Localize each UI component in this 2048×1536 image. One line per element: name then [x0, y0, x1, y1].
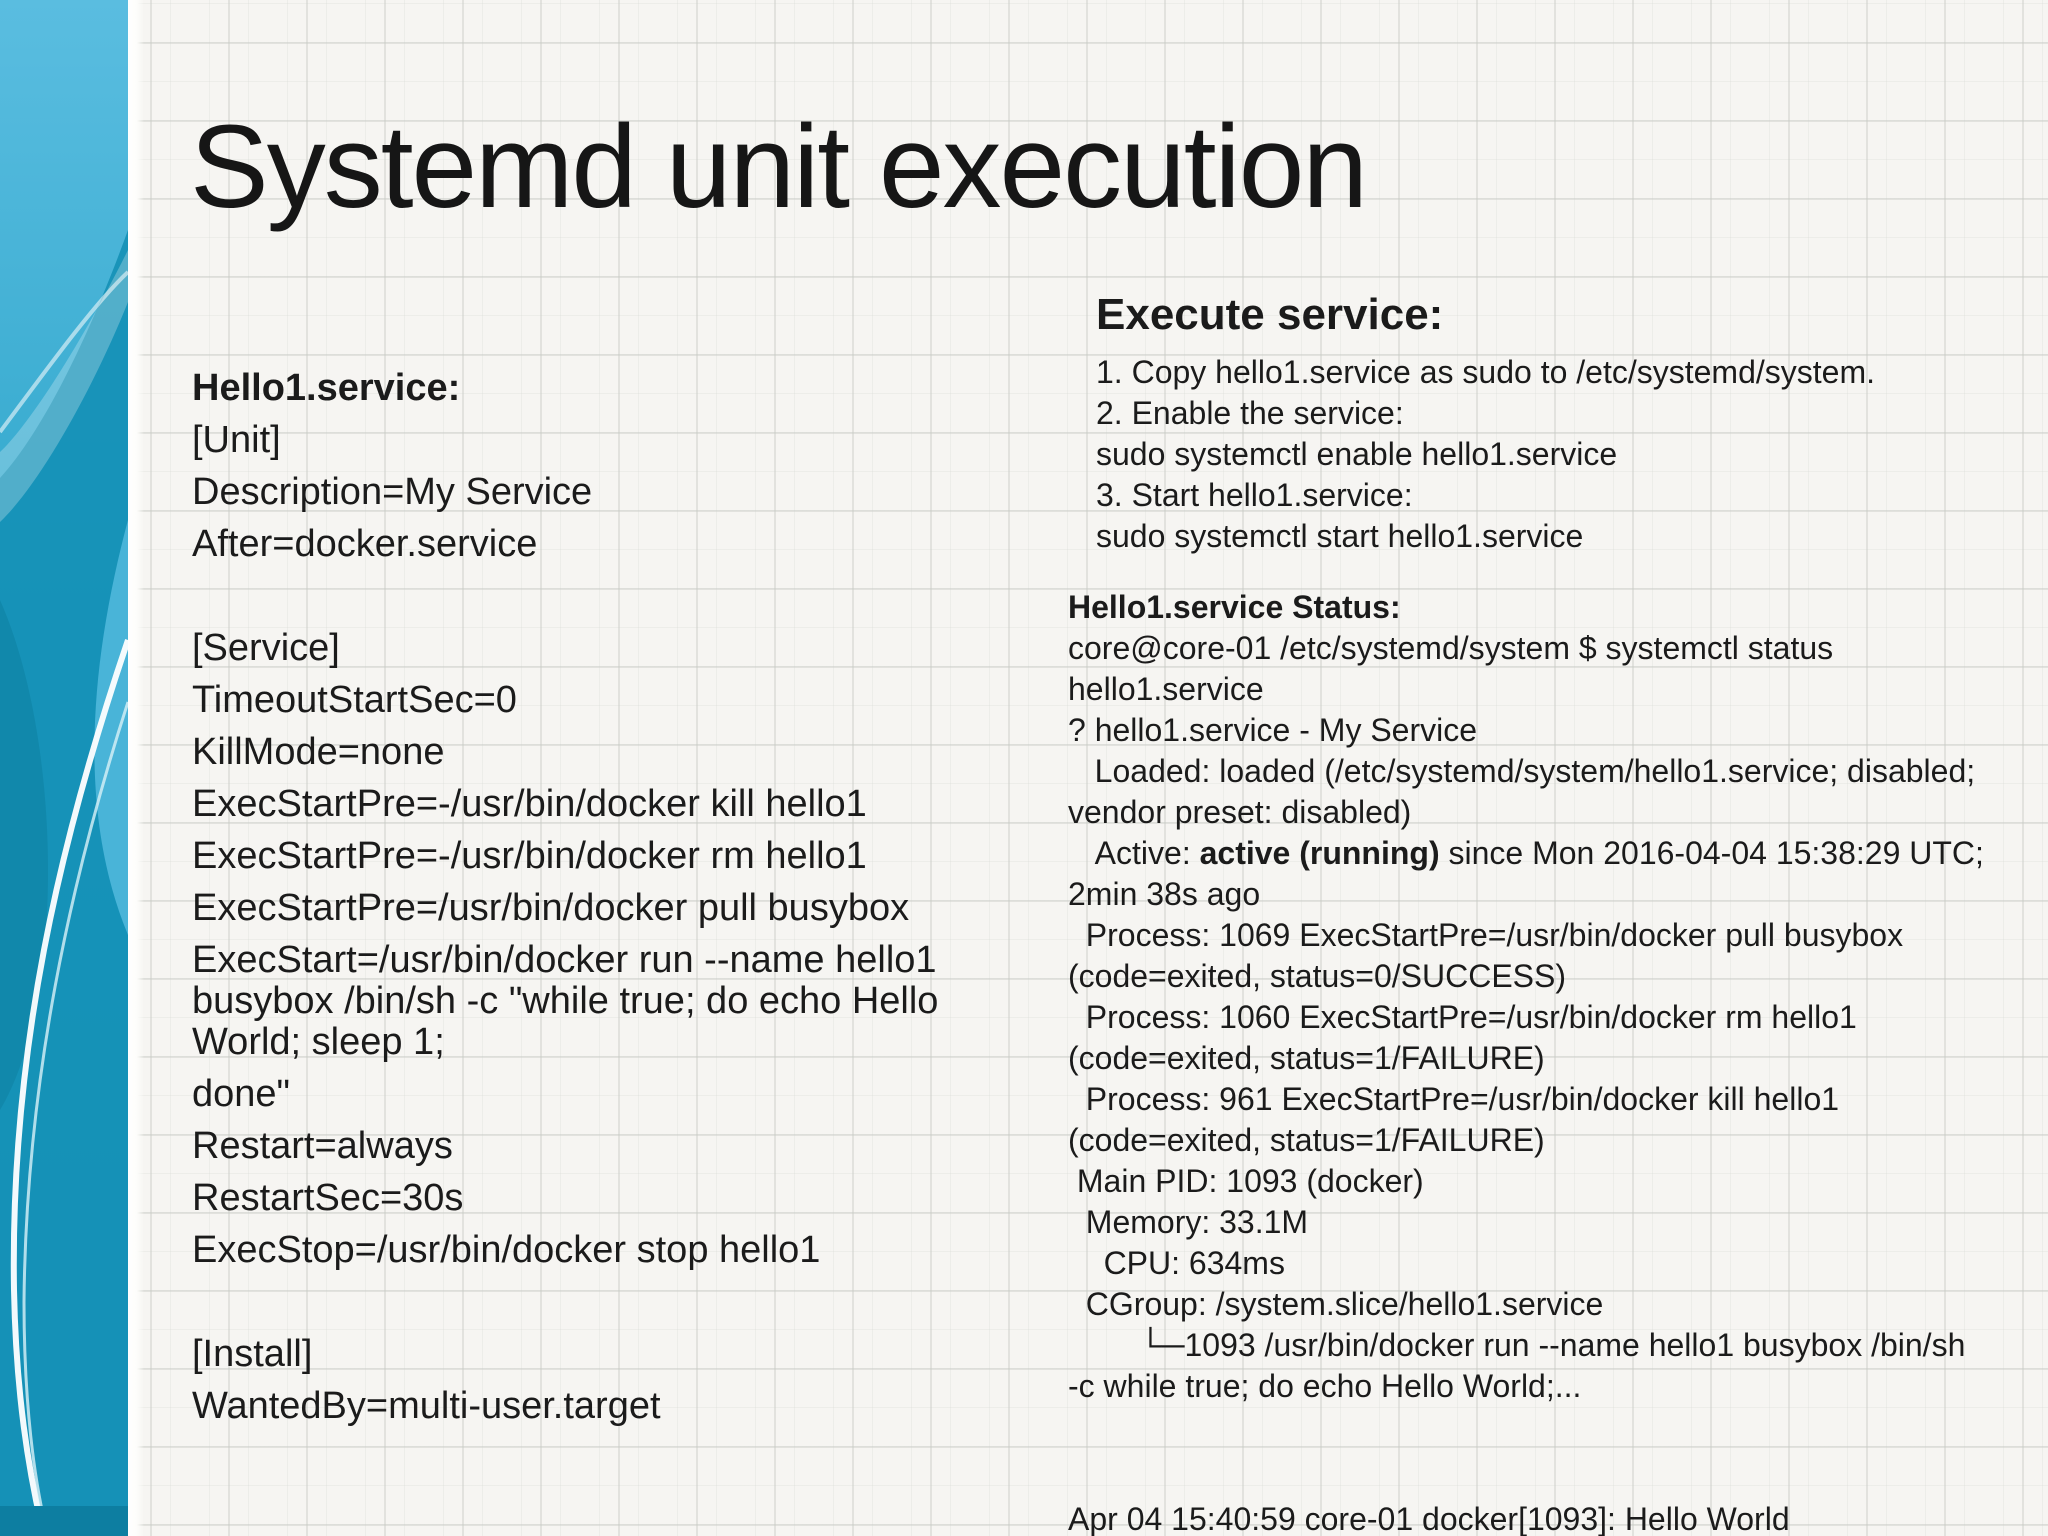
- unit-file-line: ExecStartPre=-/usr/bin/docker kill hello…: [192, 783, 867, 825]
- status-line: (code=exited, status=0/SUCCESS): [1068, 958, 1567, 994]
- execute-step-line: 3. Start hello1.service:: [1096, 477, 1413, 513]
- status-line: core@core-01 /etc/systemd/system $ syste…: [1068, 630, 1834, 666]
- execute-step-line: 2. Enable the service:: [1096, 395, 1404, 431]
- slide-title: Systemd unit execution: [190, 101, 1368, 233]
- status-line: Memory: 33.1M: [1068, 1204, 1309, 1240]
- status-line: vendor preset: disabled): [1068, 794, 1412, 830]
- journal-log-line: Apr 04 15:40:59 core-01 docker[1093]: He…: [1068, 1501, 1790, 1536]
- execute-step-line: sudo systemctl start hello1.service: [1096, 518, 1584, 554]
- unit-file-line: TimeoutStartSec=0: [192, 679, 517, 721]
- sidebar-decoration: [0, 0, 128, 1536]
- status-active-line: Active: active (running) since Mon 2016-…: [1068, 833, 2018, 874]
- unit-file-block: Hello1.service: [Unit] Description=My Ser…: [192, 368, 1027, 1438]
- unit-file-line: Restart=always: [192, 1125, 453, 1167]
- sidebar-swoosh-graphic: [0, 0, 128, 1536]
- active-suffix: since Mon 2016-04-04 15:38:29 UTC;: [1439, 835, 1984, 871]
- status-line: ? hello1.service - My Service: [1068, 712, 1478, 748]
- status-line: └─1093 /usr/bin/docker run --name hello1…: [1068, 1327, 1966, 1363]
- status-line: (code=exited, status=1/FAILURE): [1068, 1122, 1545, 1158]
- unit-file-line: [192, 1282, 1027, 1323]
- execute-step-line: sudo systemctl enable hello1.service: [1096, 436, 1618, 472]
- unit-file-line: ExecStartPre=-/usr/bin/docker rm hello1: [192, 835, 867, 877]
- status-line: CPU: 634ms: [1068, 1245, 1285, 1281]
- unit-file-line: Description=My Service: [192, 471, 593, 513]
- status-lines-bottom: 2min 38s ago Process: 1069 ExecStartPre=…: [1068, 874, 2018, 1407]
- unit-file-line: RestartSec=30s: [192, 1177, 464, 1219]
- status-line: Process: 1069 ExecStartPre=/usr/bin/dock…: [1068, 917, 1904, 953]
- unit-file-line: ExecStop=/usr/bin/docker stop hello1: [192, 1229, 821, 1271]
- execute-steps: 1. Copy hello1.service as sudo to /etc/s…: [1068, 352, 2018, 557]
- status-line: Main PID: 1093 (docker): [1068, 1163, 1424, 1199]
- status-line: Process: 961 ExecStartPre=/usr/bin/docke…: [1068, 1081, 1840, 1117]
- status-line: -c while true; do echo Hello World;...: [1068, 1368, 1582, 1404]
- unit-file-line: KillMode=none: [192, 731, 445, 773]
- status-line: (code=exited, status=1/FAILURE): [1068, 1040, 1545, 1076]
- unit-file-line: ExecStartPre=/usr/bin/docker pull busybo…: [192, 887, 910, 929]
- spacer: [1068, 557, 2018, 587]
- status-line: Process: 1060 ExecStartPre=/usr/bin/dock…: [1068, 999, 1857, 1035]
- spacer: [1068, 1407, 2018, 1499]
- status-line: 2min 38s ago: [1068, 876, 1261, 912]
- status-heading: Hello1.service Status:: [1068, 589, 1401, 625]
- unit-file-line: ExecStart=/usr/bin/docker run --name hel…: [192, 939, 949, 1063]
- unit-file-line: WantedBy=multi-user.target: [192, 1385, 661, 1427]
- unit-file-line: [Unit]: [192, 419, 281, 461]
- unit-file-line: [Install]: [192, 1333, 313, 1375]
- unit-file-line: done": [192, 1073, 291, 1115]
- active-prefix: Active:: [1068, 835, 1200, 871]
- unit-file-line: [Service]: [192, 627, 340, 669]
- status-line: hello1.service: [1068, 671, 1264, 707]
- unit-file-heading: Hello1.service:: [192, 367, 461, 409]
- active-state: active (running): [1199, 835, 1440, 871]
- unit-file-line: After=docker.service: [192, 523, 538, 565]
- status-line: CGroup: /system.slice/hello1.service: [1068, 1286, 1604, 1322]
- unit-file-line: [192, 576, 1027, 617]
- execute-step-line: 1. Copy hello1.service as sudo to /etc/s…: [1096, 354, 1875, 390]
- paper-edge-highlight: [128, 0, 144, 1536]
- execution-block: Execute service: 1. Copy hello1.service …: [1068, 288, 2018, 1536]
- execute-service-heading: Execute service:: [1096, 290, 1444, 339]
- status-line: Loaded: loaded (/etc/systemd/system/hell…: [1068, 753, 1976, 789]
- status-lines-top: core@core-01 /etc/systemd/system $ syste…: [1068, 628, 2018, 833]
